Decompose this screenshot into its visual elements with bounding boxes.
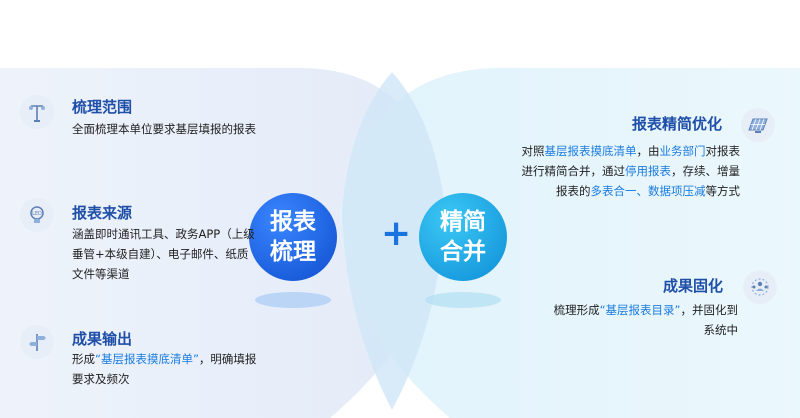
optimize-desc-text: 对照 [521, 144, 545, 158]
signpost-icon [20, 325, 54, 359]
optimize-desc-highlight: 停用报表 [625, 164, 671, 178]
output-desc-pre: 形成 [72, 352, 95, 366]
solidify-title: 成果固化 [663, 277, 724, 295]
left-item-scope: 梳理范围 全面梳理本单位要求基层填报的报表 [20, 95, 260, 155]
output-desc: 形成“基层报表摸底清单”，明确填报要求及频次 [72, 349, 267, 389]
left-circle-shape [249, 193, 337, 281]
right-circle: 精简 合并 [419, 193, 507, 281]
solidify-desc-highlight: “基层报表目录” [599, 303, 681, 317]
left-circle-line-1: 报表 [270, 209, 316, 235]
output-title: 成果输出 [72, 330, 133, 348]
source-desc: 涵盖即时通讯工具、政务APP（上级垂管+本级自建）、电子邮件、纸质文件等渠道 [72, 227, 255, 281]
right-lens-shape [340, 68, 800, 418]
source-title: 报表来源 [72, 204, 133, 222]
right-item-solidify: 成果固化 梳理形成“基层报表目录”，并固化到系统中 [545, 270, 790, 350]
plus-sign: + [381, 213, 412, 254]
optimize-desc-highlight: 多表合一、数据项压减 [590, 184, 706, 198]
optimize-title: 报表精简优化 [632, 115, 723, 133]
output-desc-highlight: “基层报表摸底清单” [95, 352, 199, 366]
left-circle: 报表 梳理 [249, 193, 337, 281]
optimize-desc: 对照基层报表摸底清单，由业务部门对报表进行精简合并，通过停用报表，存续、增量报表… [520, 141, 741, 201]
output-desc-post: ，明确填报要求及频次 [72, 352, 257, 386]
optimize-desc-text: 对报表进行精简合并，通过 [521, 144, 741, 178]
overlap-shape [342, 72, 445, 410]
optimize-desc-text: 等方式 [705, 184, 741, 198]
right-circle-line-1: 精简 [440, 209, 486, 235]
solidify-desc: 梳理形成“基层报表目录”，并固化到系统中 [553, 300, 738, 340]
scope-desc: 全面梳理本单位要求基层填报的报表 [72, 122, 256, 136]
scope-title: 梳理范围 [72, 98, 133, 116]
left-item-output: 成果输出 形成“基层报表摸底清单”，明确填报要求及频次 [20, 325, 280, 386]
left-lens-shape [0, 68, 445, 418]
optimize-desc-highlight: 业务部门 [659, 144, 706, 158]
left-item-source: LED 报表来源 涵盖即时通讯工具、政务APP（上级垂管+本级自建）、电子邮件、… [20, 198, 270, 288]
street-lamp-icon [20, 95, 54, 129]
right-circle-shape [419, 193, 507, 281]
solidify-desc-pre: 梳理形成 [553, 303, 600, 317]
right-item-optimize: 报表精简优化 对照基层报表摸底清单，由业务部门对报表进行精简合并，通过停用报表，… [520, 105, 790, 215]
team-network-icon [743, 270, 777, 304]
left-circle-line-2: 梳理 [270, 239, 316, 265]
right-circle-line-2: 合并 [440, 239, 486, 265]
solidify-desc-post: ，并固化到系统中 [680, 303, 739, 337]
solar-panel-icon [741, 108, 775, 142]
optimize-desc-text: ，由 [636, 144, 660, 158]
led-bulb-icon: LED [20, 198, 54, 232]
svg-text:LED: LED [32, 211, 42, 217]
optimize-desc-highlight: 基层报表摸底清单 [544, 144, 637, 158]
optimize-desc-text: ，存续、增量报表的 [556, 164, 740, 198]
